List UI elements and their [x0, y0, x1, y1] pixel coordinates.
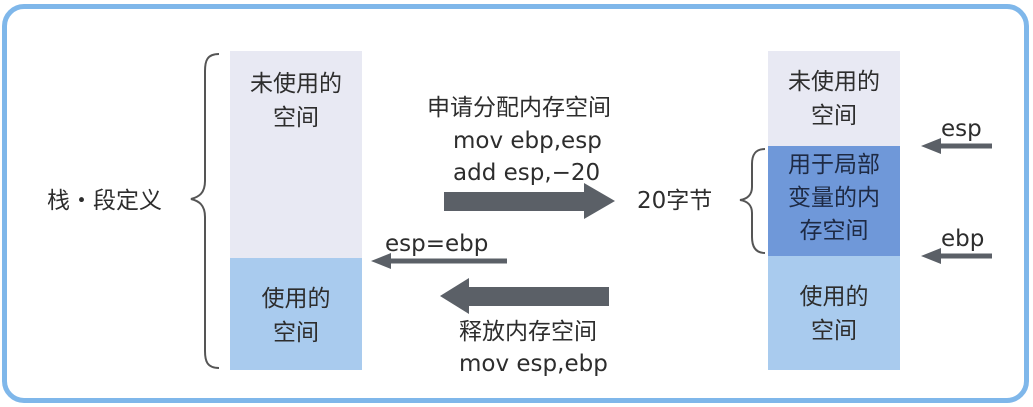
right-unused-line2: 空间 — [811, 103, 857, 129]
right-used-block: 使用的 空间 — [768, 256, 900, 370]
diagram-frame: 栈・段定义 未使用的 空间 使用的 空间 申请分配内存空间 mov ebp,es… — [2, 4, 1029, 403]
release-title: 释放内存空间 — [459, 319, 597, 345]
esp-pointer-arrow-icon — [921, 138, 992, 154]
ebp-pointer-label: ebp — [941, 226, 985, 252]
right-local-line3: 存空间 — [799, 218, 869, 244]
right-local-variable-block: 用于局部 变量的内 存空间 — [768, 146, 900, 256]
left-used-line2: 空间 — [273, 320, 319, 346]
right-unused-line1: 未使用的 — [788, 69, 880, 95]
left-brace-icon — [190, 53, 220, 369]
release-arrow-icon — [440, 278, 609, 314]
right-unused-block: 未使用的 空间 — [768, 51, 900, 146]
allocate-title: 申请分配内存空间 — [427, 95, 611, 121]
left-unused-block: 未使用的 空间 — [230, 51, 362, 258]
right-local-line1: 用于局部 — [788, 152, 880, 178]
right-brace-icon — [739, 148, 766, 254]
allocate-code-mov: mov ebp,esp — [453, 128, 602, 154]
left-used-line1: 使用的 — [261, 286, 331, 312]
esp-ebp-arrow-icon — [371, 253, 507, 269]
ebp-pointer-arrow-icon — [921, 248, 992, 264]
arrows-layer — [371, 138, 992, 314]
stack-segment-label: 栈・段定义 — [47, 188, 162, 214]
release-code-mov: mov esp,ebp — [459, 351, 608, 377]
right-used-line1: 使用的 — [799, 284, 869, 310]
right-used-line2: 空间 — [811, 318, 857, 344]
size-label: 20字节 — [637, 188, 713, 214]
allocate-code-add: add esp,−20 — [453, 160, 601, 186]
left-used-block: 使用的 空间 — [230, 258, 362, 370]
esp-equals-ebp-label: esp=ebp — [385, 231, 489, 257]
esp-pointer-label: esp — [941, 116, 982, 142]
right-local-line2: 变量的内 — [788, 185, 880, 211]
allocate-arrow-icon — [444, 183, 615, 219]
left-unused-line2: 空间 — [273, 105, 319, 131]
left-unused-line1: 未使用的 — [250, 71, 342, 97]
